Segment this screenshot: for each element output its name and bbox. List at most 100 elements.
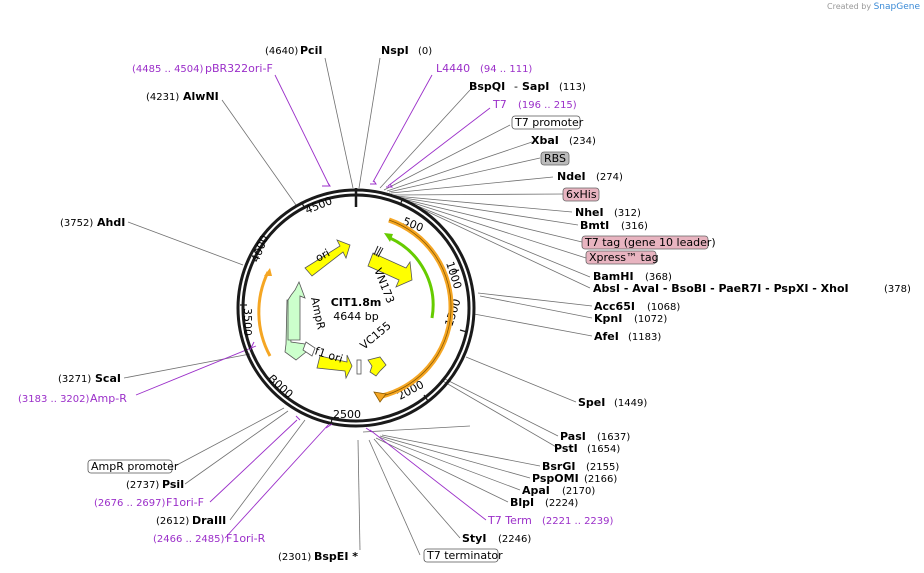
- enzyme-kpni-pos: (1072): [634, 314, 667, 325]
- t7-terminator-mark: [356, 359, 362, 375]
- credit-prefix: Created by: [827, 2, 872, 11]
- enzyme-scai: ScaI: [95, 372, 121, 385]
- leader-lines: [123, 57, 593, 556]
- label-rbs: RBS: [544, 152, 566, 165]
- enzyme-bsrgi: BsrGI: [542, 460, 575, 473]
- label-t7-promoter: T7 promoter: [514, 116, 584, 129]
- primer-t7-range: (196 .. 215): [518, 100, 577, 111]
- label-t7-terminator: T7 terminator: [426, 549, 503, 562]
- snapgene-logo-text: SnapGene: [873, 2, 920, 12]
- enzyme-draiii-pos: (2612): [156, 516, 189, 527]
- f1-ori-feature: [316, 354, 353, 380]
- enzyme-alwni: AlwNI: [183, 90, 219, 103]
- tick-3500: 3500: [241, 308, 254, 336]
- enzyme-pcii-pos: (4640): [265, 46, 298, 57]
- enzyme-spei: SpeI: [578, 396, 605, 409]
- enzyme-styi-pos: (2246): [498, 534, 531, 545]
- vc155-label: VC155: [358, 319, 394, 352]
- primer-f1ori-f: F1ori-F: [166, 496, 204, 509]
- tick-4500: 4500: [303, 194, 334, 217]
- enzyme-psii: PsiI: [162, 478, 184, 491]
- enzyme-pcii: PciI: [300, 44, 322, 57]
- scale-ticks: [240, 197, 468, 426]
- box-rbs: [540, 151, 570, 166]
- primer-pbr322: pBR322ori-F: [205, 62, 273, 75]
- enzyme-psti-pos: (1654): [587, 444, 620, 455]
- enzyme-bamhi: BamHI: [593, 270, 634, 283]
- enzyme-bspqi-sep: -: [514, 80, 518, 93]
- label-xpress-tag: Xpress™ tag: [589, 251, 659, 264]
- vn173-hatch: [373, 245, 384, 258]
- primer-f1ori-r-range: (2466 .. 2485): [153, 534, 225, 545]
- primer-l4440: L4440: [436, 62, 470, 75]
- ampr-label: AmpR: [308, 296, 328, 331]
- enzyme-apai: ApaI: [522, 484, 550, 497]
- box-ampr-promoter: [87, 459, 173, 474]
- enzyme-blpi-pos: (2224): [545, 498, 578, 509]
- enzyme-bamhi-pos: (368): [645, 272, 672, 283]
- enzyme-absi-group-pos: (378): [884, 284, 911, 295]
- enzyme-bmti: BmtI: [580, 219, 609, 232]
- enzyme-scai-pos: (3271): [58, 374, 91, 385]
- plasmid-length: 4644 bp: [333, 310, 378, 323]
- orf-arc-right-outline: [377, 219, 452, 398]
- enzyme-bmti-pos: (316): [621, 221, 648, 232]
- primer-t7-term: T7 Term: [487, 514, 532, 527]
- ampr-promoter-mark: [302, 341, 316, 357]
- plasmid-name: CIT1.8m: [331, 296, 382, 309]
- enzyme-pspomi: PspOMI: [532, 472, 579, 485]
- label-6xhis: 6xHis: [566, 188, 597, 201]
- enzyme-pasi-pos: (1637): [597, 432, 630, 443]
- primer-f1ori-r: F1ori-R: [226, 532, 266, 545]
- enzyme-acc65i-pos: (1068): [647, 302, 680, 313]
- enzyme-pspomi-pos: (2166): [584, 474, 617, 485]
- enzyme-nhei-pos: (312): [614, 208, 641, 219]
- box-6xhis: [562, 187, 600, 202]
- enzyme-xbai-pos: (234): [569, 136, 596, 147]
- enzyme-bspqi: BspQI: [469, 80, 505, 93]
- orf-arc-right-head: [373, 391, 387, 403]
- vc155-feature: [367, 356, 387, 377]
- primer-amp-r-range: (3183 .. 3202): [18, 394, 90, 405]
- primer-t7-term-range: (2221 .. 2239): [542, 516, 614, 527]
- enzyme-absi-group: AbsI - AvaI - BsoBI - PaeR7I - PspXI - X…: [593, 282, 849, 295]
- primer-leader-lines: [135, 74, 491, 539]
- primer-f1ori-f-range: (2676 .. 2697): [94, 498, 166, 509]
- enzyme-afei-pos: (1183): [628, 332, 661, 343]
- enzyme-styi: StyI: [462, 532, 486, 545]
- primer-t7: T7: [492, 98, 507, 111]
- snapgene-credit: Created by SnapGene: [827, 2, 920, 12]
- box-t7-tag: [581, 235, 709, 250]
- box-t7-terminator: [423, 548, 499, 563]
- enzyme-pasi: PasI: [560, 430, 586, 443]
- enzyme-ahdi: AhdI: [97, 216, 125, 229]
- ori-feature: [304, 239, 351, 277]
- vn173-feature: [367, 252, 413, 288]
- green-arc: [389, 236, 435, 319]
- enzyme-nhei: NheI: [575, 206, 604, 219]
- box-xpress-tag: [585, 250, 657, 265]
- tick-2500: 2500: [333, 408, 361, 421]
- enzyme-ndei-pos: (274): [596, 172, 623, 183]
- enzyme-afei: AfeI: [594, 330, 619, 343]
- enzyme-kpni: KpnI: [594, 312, 622, 325]
- enzyme-bspei-pos: (2301): [278, 552, 311, 563]
- primer-amp-r: Amp-R: [90, 392, 127, 405]
- enzyme-sapi-pos: (113): [559, 82, 586, 93]
- enzyme-ahdi-pos: (3752): [60, 218, 93, 229]
- enzyme-psti: PstI: [554, 442, 578, 455]
- primer-l4440-range: (94 .. 111): [480, 64, 532, 75]
- enzyme-xbai: XbaI: [531, 134, 559, 147]
- enzyme-draiii: DraIII: [192, 514, 226, 527]
- enzyme-alwni-pos: (4231): [146, 92, 179, 103]
- box-t7-promoter: [511, 115, 581, 130]
- enzyme-sapi: SapI: [522, 80, 549, 93]
- tick-3000: 3000: [266, 373, 296, 401]
- primer-marks: [249, 180, 393, 433]
- enzyme-nspi: NspI: [381, 44, 409, 57]
- enzyme-nspi-pos: (0): [418, 46, 432, 57]
- ampr-feature: [284, 299, 307, 361]
- orf-arc-right: [377, 217, 454, 400]
- orf-arc-left: [257, 271, 272, 357]
